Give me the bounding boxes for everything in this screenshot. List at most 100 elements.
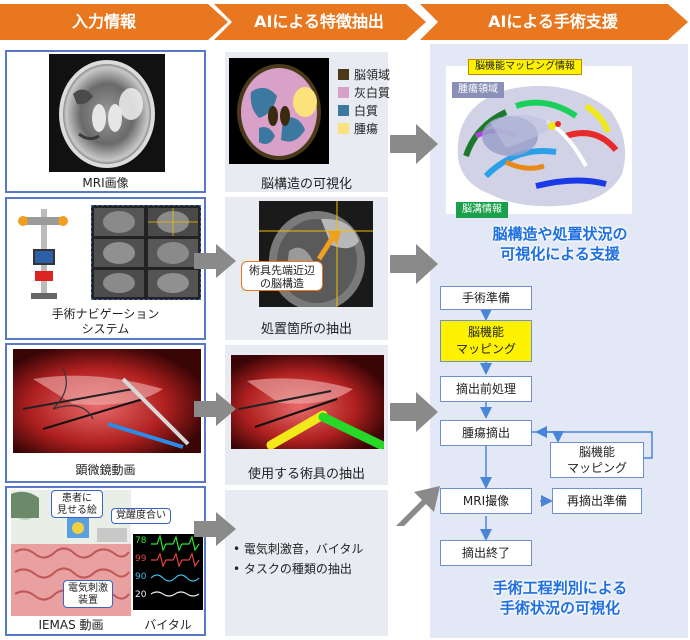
banner-shape <box>420 4 688 40</box>
feature-tool-panel: 使用する術具の抽出 <box>225 345 388 485</box>
support-caption-1-line2: 可視化による支援 <box>500 245 620 263</box>
arrow-right-icon <box>390 392 438 432</box>
flow-step-resection-text: 腫瘍摘出 <box>461 426 510 440</box>
support-caption-2-line2: 手術状況の可視化 <box>499 599 620 617</box>
sulcus-info-label: 脳溝情報 <box>456 202 508 218</box>
bullet-stim-vital: • 電気刺激音，バイタル <box>233 540 363 557</box>
flow-step-pre-resection-text: 摘出前処理 <box>455 382 516 396</box>
vital-monitor: 78 99 90 20 <box>133 533 203 610</box>
feature-location-panel: 術具先端近辺 の脳構造 処置箇所の抽出 <box>225 197 388 340</box>
iemas-label: IEMAS 動画 <box>38 618 104 632</box>
feature-brain-panel: 脳構造の可視化 <box>225 52 388 192</box>
vital-label: バイタル <box>144 618 192 632</box>
vital-value-3: 90 <box>135 572 147 582</box>
header-input-banner: 入力情報 <box>0 4 230 40</box>
flow-step-mapping-line1: 脳機能 <box>467 325 504 339</box>
flow-step-prep: 手術準備 <box>440 286 532 310</box>
flow-step-mapping-line2: マッピング <box>455 342 516 356</box>
flow-step-end: 摘出終了 <box>440 540 532 566</box>
legend-swatch-brain-region <box>338 69 349 80</box>
flow-step-prep-text: 手術準備 <box>461 291 510 305</box>
bullet-dot: • <box>233 562 244 576</box>
navigation-label-line2: システム <box>81 322 130 336</box>
banner-shape <box>0 4 228 40</box>
navigation-label-line1: 手術ナビゲーション <box>51 307 160 321</box>
callout-awake-level: 覚醒度合い <box>111 508 171 524</box>
tip-structure-callout: 術具先端近辺 の脳構造 <box>241 261 323 291</box>
navigation-device-graphic <box>18 209 68 299</box>
input-iemas-panel: 78 99 90 20 患者に 見せる絵 覚醒度合い 電気刺激 装置 IEMAS… <box>5 486 206 636</box>
tip-callout-line2: の脳構造 <box>260 277 304 290</box>
tool-frame <box>231 355 384 449</box>
brain-mapping-graphic <box>457 85 626 207</box>
flow-step-mapping-2-line2: マッピング <box>566 461 627 475</box>
flow-arrows <box>480 309 653 541</box>
callout-patient-line2: 見せる絵 <box>57 505 97 516</box>
header-support-title: AIによる手術支援 <box>488 12 618 31</box>
mapping-info-text: 脳機能マッピング情報 <box>475 61 575 72</box>
navigation-scan-images <box>94 208 198 297</box>
vital-value-4: 20 <box>135 590 147 600</box>
header-feature-title: AIによる特徴抽出 <box>254 12 384 31</box>
flow-step-re-prep-text: 再摘出準備 <box>566 494 627 508</box>
brain-segmentation-image <box>229 58 329 164</box>
support-caption-2-line1: 手術工程判別による <box>492 579 628 597</box>
banner-shape <box>214 4 426 40</box>
header-input-title: 入力情報 <box>71 12 136 31</box>
legend-label-white-matter: 白質 <box>354 104 379 118</box>
feature-audio-panel: • 電気刺激音，バイタル • タスクの種類の抽出 <box>225 490 388 636</box>
bullet-task-type: • タスクの種類の抽出 <box>233 560 352 577</box>
arrow-right-icon <box>194 392 236 426</box>
microscope-label: 顕微鏡動画 <box>75 463 136 477</box>
arrow-right-icon <box>194 244 236 278</box>
mapping-info-label: 脳機能マッピング情報 <box>468 59 582 75</box>
support-caption-1: 脳構造や処置状況の 可視化による支援 <box>436 224 684 264</box>
legend-swatch-tumor <box>338 123 349 134</box>
mri-brain-graphic <box>59 60 155 168</box>
tumor-region-text: 腫瘍領域 <box>458 84 498 95</box>
input-mri-panel: MRI画像 <box>5 50 206 193</box>
header-support-banner: AIによる手術支援 <box>420 4 690 40</box>
location-mri-image <box>259 201 373 307</box>
support-caption-1-line1: 脳構造や処置状況の <box>492 225 628 243</box>
arrow-right-icon <box>390 124 438 164</box>
flow-step-resection: 腫瘍摘出 <box>440 420 532 446</box>
arrow-right-icon <box>194 512 236 546</box>
legend-swatch-white-matter <box>338 105 349 116</box>
vital-value-2: 99 <box>135 554 147 564</box>
flow-step-mri: MRI撮像 <box>440 488 532 514</box>
callout-awake-text: 覚醒度合い <box>116 510 166 521</box>
header-feature-banner: AIによる特徴抽出 <box>214 4 429 40</box>
navigation-scan-grid <box>91 205 201 300</box>
mri-image <box>49 54 165 172</box>
brain-segmentation-graphic <box>237 64 321 160</box>
callout-stim-line2: 装置 <box>78 595 98 606</box>
flow-step-mri-text: MRI撮像 <box>462 494 510 508</box>
callout-patient-line1: 患者に <box>62 493 92 504</box>
mri-label: MRI画像 <box>82 176 129 190</box>
microscope-frame <box>13 349 201 453</box>
arrow-right-icon <box>390 244 438 284</box>
legend-label-tumor: 腫瘍 <box>354 122 379 136</box>
brain-structure-caption: 脳構造の可視化 <box>260 177 352 192</box>
flow-step-re-prep: 再摘出準備 <box>552 488 642 514</box>
legend-white-matter: 白質 <box>338 104 378 118</box>
input-microscope-panel: 顕微鏡動画 <box>5 343 206 483</box>
flow-step-mapping-2-line1: 脳機能 <box>578 445 615 459</box>
tool-caption: 使用する術具の抽出 <box>247 467 365 482</box>
bullet-text: 電気刺激音，バイタル <box>243 542 364 556</box>
bullet-text: タスクの種類の抽出 <box>243 562 352 576</box>
flow-step-mapping: 脳機能 マッピング <box>440 320 532 362</box>
tip-callout-line1: 術具先端近辺 <box>249 264 315 277</box>
legend-gray-matter: 灰白質 <box>338 86 390 100</box>
bullet-dot: • <box>233 542 244 556</box>
legend-label-brain-region: 脳領域 <box>354 68 391 82</box>
callout-stim-line1: 電気刺激 <box>68 583 108 594</box>
legend-label-gray-matter: 灰白質 <box>354 86 391 100</box>
legend-brain-region: 脳領域 <box>338 68 390 82</box>
legend-tumor: 腫瘍 <box>338 122 378 136</box>
arrow-up-right-icon <box>396 486 440 526</box>
vital-value-1: 78 <box>135 536 147 546</box>
flow-step-pre-resection: 摘出前処理 <box>440 376 532 402</box>
microscope-surgery-graphic <box>13 349 201 453</box>
